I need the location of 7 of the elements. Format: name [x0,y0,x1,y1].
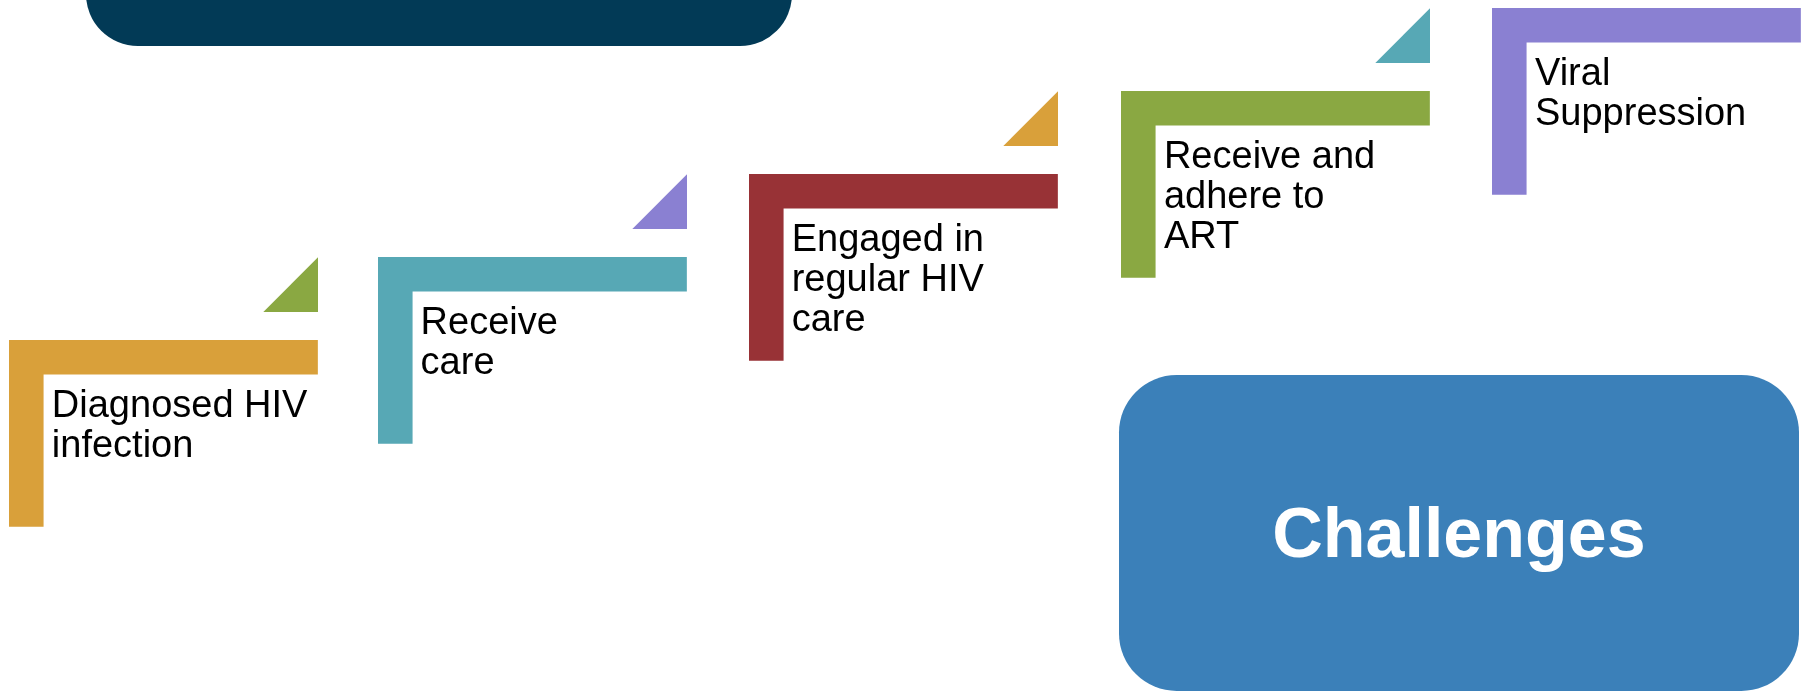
box-title: Challenges [1272,493,1646,573]
step-label: Receive care [420,300,559,381]
rounded-box [1119,374,1799,691]
step-label: Engaged in regular HIV care [791,217,985,338]
step-label: Diagnosed HIV infection [51,383,309,464]
step-label: Viral Suppression [1535,51,1748,132]
step-label: Receive and adhere to ART [1163,134,1377,255]
